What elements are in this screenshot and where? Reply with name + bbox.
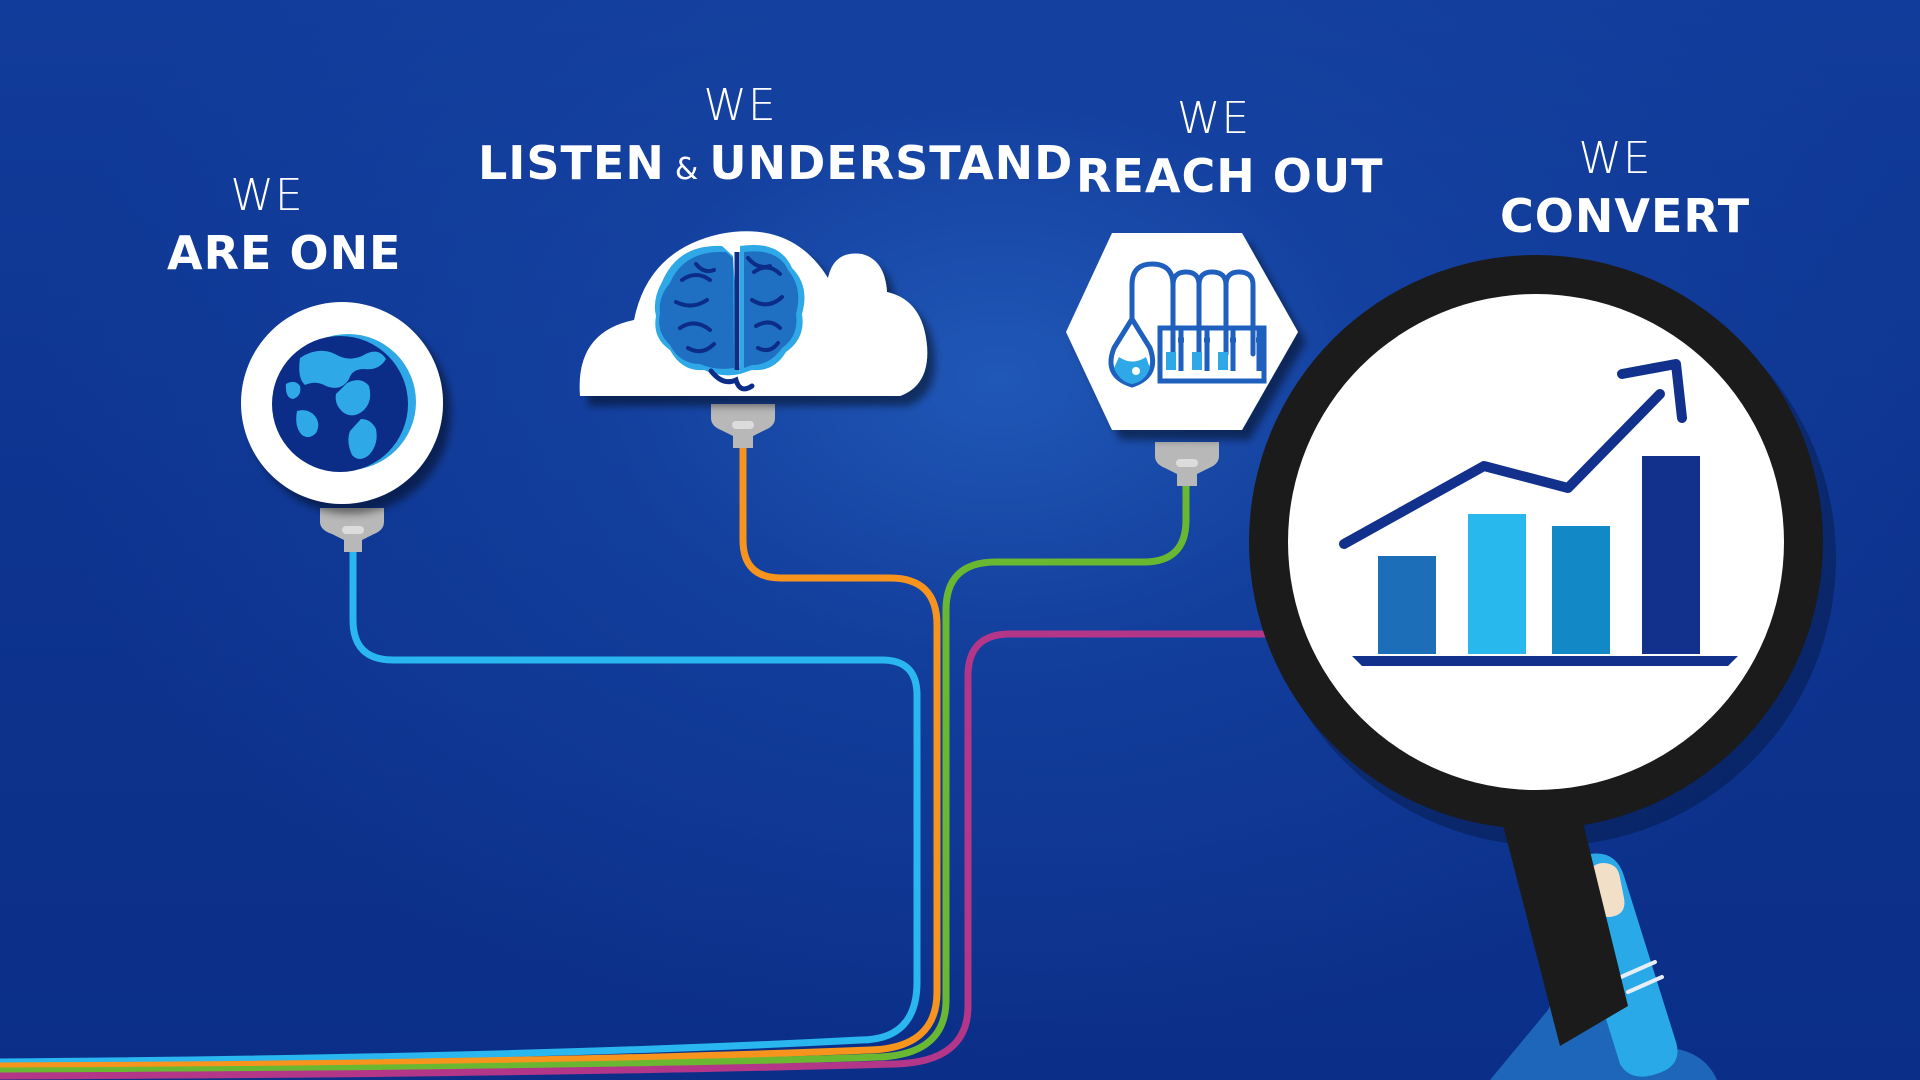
lab-flask-icon: [1108, 261, 1267, 388]
bar-chart-growth-icon: [1339, 359, 1738, 666]
orange-cable: [0, 440, 941, 1070]
chart-bar-4: [1642, 456, 1700, 654]
heading-main-part-1: LISTEN: [478, 136, 665, 190]
chart-bar-1: [1378, 556, 1436, 654]
heading-we-listen-understand: WE LISTEN&UNDERSTAND: [478, 80, 1072, 187]
magenta-cable: [0, 630, 1274, 1080]
heading-small-label: WE: [1176, 93, 1251, 144]
globe-icon: [272, 334, 416, 472]
growth-arrow: [1339, 389, 1665, 549]
magnifier-handle: [1493, 786, 1628, 1046]
heading-ampersand: &: [674, 152, 700, 187]
magnifying-glass-icon: [1249, 255, 1823, 829]
heading-small-label: WE: [1578, 133, 1652, 184]
heading-main-label: REACH OUT: [1076, 149, 1384, 203]
chart-baseline: [1352, 656, 1738, 666]
heading-small-label: WE: [230, 170, 304, 221]
connector-plug-icon: [711, 404, 775, 448]
heading-main-label: CONVERT: [1500, 189, 1751, 243]
connector-plug-icon: [320, 508, 384, 552]
blue-cable: [0, 542, 921, 1066]
heading-main-label: LISTEN&UNDERSTAND: [478, 140, 1072, 187]
growth-arrow-head: [1617, 359, 1687, 423]
chart-bar-2: [1468, 514, 1526, 654]
heading-main-part-2: UNDERSTAND: [709, 136, 1074, 190]
connector-plug-icon: [1155, 442, 1219, 486]
brain-icon: [654, 244, 805, 392]
heading-we-are-one: WE ARE ONE: [167, 170, 402, 280]
heading-small-label: WE: [703, 80, 777, 131]
green-cable: [0, 478, 1190, 1075]
heading-we-reach-out: WE REACH OUT: [1076, 93, 1384, 203]
cable-bundle: [0, 440, 1274, 1080]
heading-we-convert: WE CONVERT: [1500, 133, 1751, 243]
chart-bar-3: [1552, 526, 1610, 654]
heading-main-label: ARE ONE: [167, 226, 402, 280]
